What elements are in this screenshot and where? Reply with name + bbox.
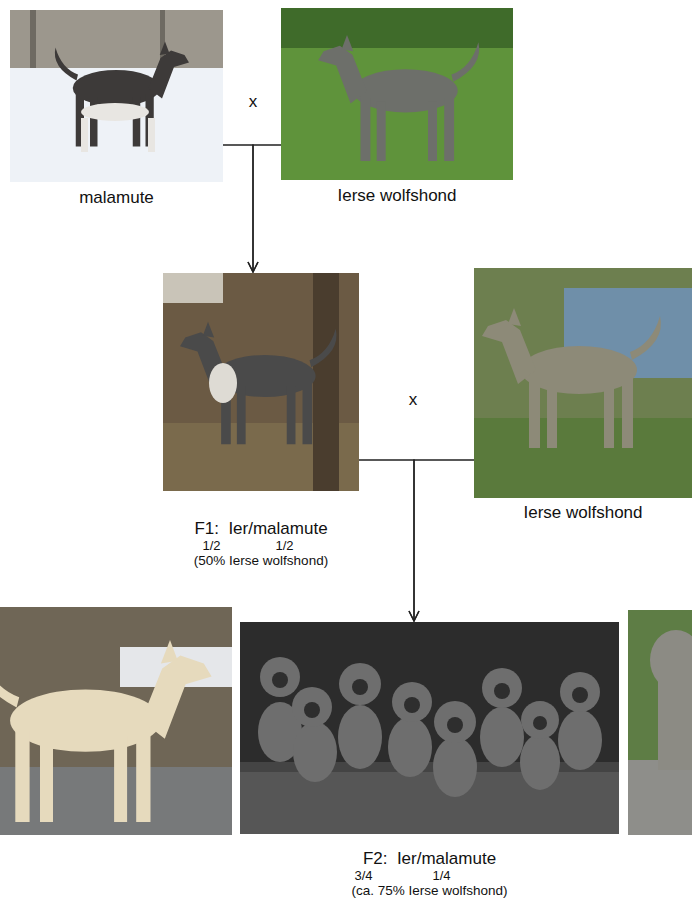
fraction-row: 1/2 1/2 <box>150 539 346 554</box>
photo-rect <box>148 118 155 152</box>
breed-caption: Ierse wolfshond <box>281 186 513 206</box>
photo-rect <box>628 760 692 835</box>
photo-circle <box>447 717 463 733</box>
photo-circle <box>560 672 600 712</box>
fraction: 1/2 <box>276 539 294 554</box>
photo-g <box>10 10 223 182</box>
photo-use <box>0 640 212 822</box>
photo-g <box>474 268 692 498</box>
photo-circle <box>352 679 368 695</box>
photo-circle <box>482 668 522 708</box>
fraction: 3/4 <box>354 869 372 884</box>
photo-circle <box>533 716 547 730</box>
cross-symbol: x <box>249 92 258 112</box>
photo-rect <box>281 8 513 180</box>
photo-g <box>0 640 212 822</box>
photo-rect <box>474 418 692 498</box>
photo-g <box>281 8 513 180</box>
photo-rect <box>10 10 223 182</box>
photo-ellipse <box>558 710 602 770</box>
photo-circle <box>292 687 332 727</box>
photo-rect <box>163 273 223 303</box>
photo-use <box>55 42 189 147</box>
photo-g <box>163 273 359 491</box>
photo-rect <box>281 8 513 48</box>
photo-circle <box>272 672 288 688</box>
cross-arrow <box>253 145 281 272</box>
photo-rect <box>163 273 359 491</box>
photo-circle <box>260 657 300 697</box>
fraction: 1/4 <box>433 869 451 884</box>
cross-arrow <box>359 460 414 621</box>
photo-g <box>0 607 232 835</box>
photo-rect <box>240 622 619 834</box>
photo-circle <box>404 697 420 713</box>
photo-circle <box>339 663 381 705</box>
percentage-note: (50% Ierse wolfshond) <box>163 553 359 569</box>
fraction: 1/2 <box>202 539 220 554</box>
breed-caption: malamute <box>10 188 223 208</box>
photo-rect <box>81 118 88 152</box>
photo-ellipse <box>520 734 560 790</box>
breed-caption: Ierse wolfshond <box>474 503 692 523</box>
photo-circle <box>392 682 432 722</box>
photo-ellipse <box>209 363 237 403</box>
photo-g <box>628 610 692 835</box>
photo-rect <box>30 10 36 68</box>
photo-panel: F1: Ier/malamute1/2 1/2(50% Ierse wolfsho… <box>163 273 359 569</box>
photo-ellipse <box>433 737 477 797</box>
photo-g <box>258 657 602 797</box>
generation-title: F2: Ier/malamute <box>240 849 619 869</box>
generation-title: F1: Ier/malamute <box>163 519 359 539</box>
photo-circle <box>572 687 588 703</box>
photo-rect <box>10 10 223 68</box>
photo-circle <box>521 701 559 739</box>
photo-rect <box>240 772 619 834</box>
fraction-row: 3/4 1/4 <box>213 869 592 884</box>
photo-rect <box>474 268 692 498</box>
photo-panel: F2: Ier/malamute3/4 1/4(ca. 75% Ierse wol… <box>240 622 619 899</box>
photo-use <box>318 35 479 161</box>
photo-ellipse <box>388 717 432 777</box>
percentage-note: (ca. 75% Ierse wolfshond) <box>240 883 619 899</box>
photo-g <box>55 42 189 153</box>
photo-g <box>272 672 588 733</box>
photo-ellipse <box>293 722 337 782</box>
photo-circle <box>434 701 476 743</box>
photo-circle <box>304 702 320 718</box>
photo-ellipse <box>81 103 149 121</box>
photo-ellipse <box>480 707 524 767</box>
photo-ellipse <box>338 705 382 769</box>
photo-panel: Ierse wolfshond <box>474 268 692 523</box>
cross-arrow <box>414 460 474 621</box>
photo-panel: Ierse wolfshond <box>281 8 513 206</box>
photo-circle <box>494 683 510 699</box>
photo-panel: malamute <box>10 10 223 208</box>
cross-arrow <box>223 145 253 272</box>
photo-use <box>482 308 661 448</box>
photo-rect <box>313 273 339 491</box>
photo-g <box>240 622 619 834</box>
photo-rect <box>658 680 692 770</box>
cross-symbol: x <box>409 390 418 410</box>
photo-use <box>180 322 337 445</box>
